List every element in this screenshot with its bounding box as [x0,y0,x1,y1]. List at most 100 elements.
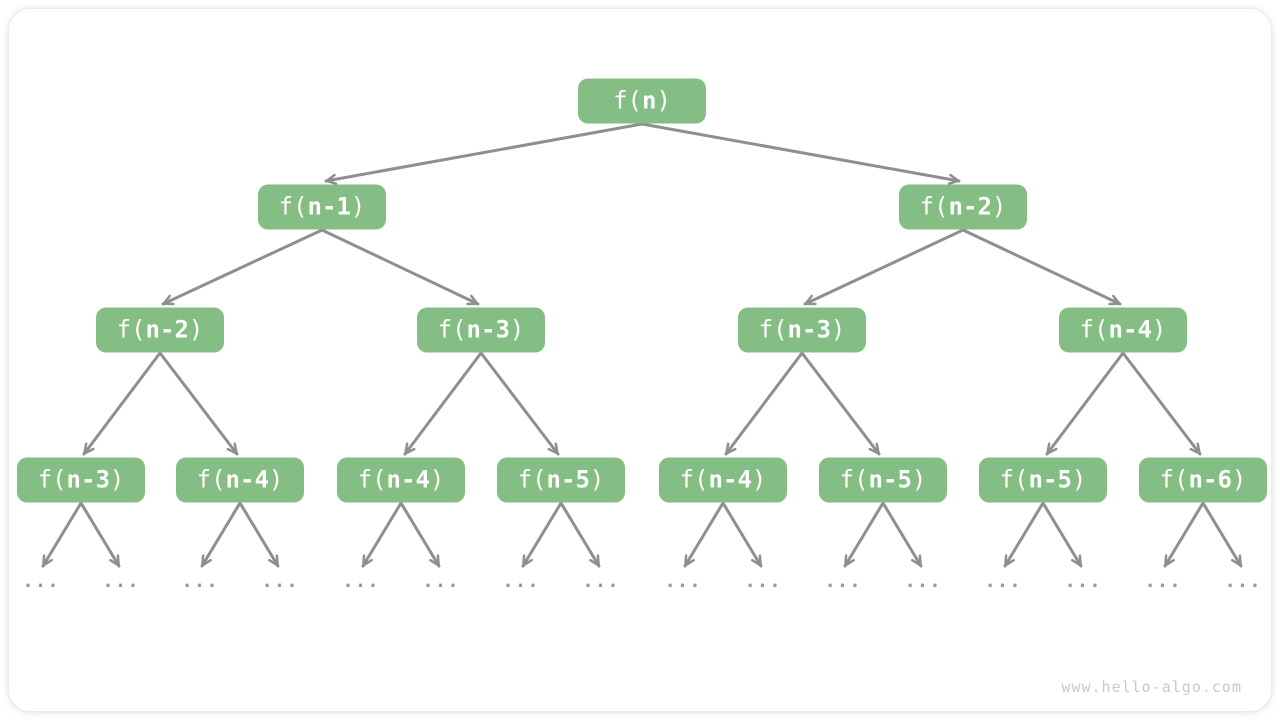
node-label: ) [188,315,204,344]
node-arg: n-4 [708,465,752,494]
node-arg: n [642,86,657,115]
node-label: f( [37,465,67,494]
node-arg: n-6 [1188,465,1232,494]
node-label: ) [1071,465,1087,494]
node-arg: n-4 [386,465,430,494]
leaf-arrow [721,501,763,568]
node-label: f( [196,465,226,494]
tree-node: f(n-2) [96,307,224,353]
tree-node: f(n-4) [337,457,465,503]
node-label: ) [509,315,525,344]
node-label: ) [589,465,605,494]
ellipsis: ... [582,570,620,592]
node-label: ) [268,465,284,494]
ellipsis: ... [664,570,702,592]
node-arg: n-5 [1028,465,1072,494]
node-arg: n-5 [868,465,912,494]
node-label: f( [839,465,869,494]
node-arg: n-3 [66,465,110,494]
ellipsis: ... [1064,570,1102,592]
node-label: ) [350,192,366,221]
leaf-arrow [881,501,923,568]
node-label: f( [919,192,949,221]
ellipsis: ... [1224,570,1262,592]
ellipsis: ... [102,570,140,592]
node-arg: n-3 [787,315,831,344]
edge-line [324,122,644,185]
node-label: ) [751,465,767,494]
leaf-arrow [559,501,601,568]
leaf-arrow [683,501,725,568]
node-label: f( [437,315,467,344]
ellipsis: ... [744,570,782,592]
node-label: f( [116,315,146,344]
node-label: ) [830,315,846,344]
edge-line [161,228,324,306]
node-label: f( [679,465,709,494]
ellipsis: ... [984,570,1022,592]
ellipsis: ... [342,570,380,592]
edge-group [41,122,1243,568]
tree-node: f(n-4) [1059,307,1187,353]
node-arg: n-5 [546,465,590,494]
tree-node: f(n-6) [1139,457,1267,503]
leaf-arrow [238,501,280,568]
node-label: f( [1159,465,1189,494]
watermark: www.hello-algo.com [1061,678,1242,696]
tree-node: f(n-4) [659,457,787,503]
ellipsis: ... [824,570,862,592]
edge-line [320,228,480,306]
leaf-arrow [1163,501,1205,568]
edge-line [724,351,804,456]
tree-node: f(n-5) [497,457,625,503]
tree-node: f(n-1) [258,184,386,230]
node-arg: n-4 [225,465,269,494]
edge-line [1045,351,1125,456]
tree-node: f(n-3) [417,307,545,353]
node-label: ) [656,86,671,115]
node-label: ) [911,465,927,494]
edge-line [158,351,239,456]
leaf-arrow [843,501,885,568]
leaf-arrow [521,501,563,568]
leaf-arrow [399,501,441,568]
tree-node: f(n-5) [979,457,1107,503]
ellipsis: ... [502,570,540,592]
ellipsis: ... [1144,570,1182,592]
node-label: f( [758,315,788,344]
leaf-arrow [1041,501,1083,568]
leaf-arrow [41,501,83,568]
leaf-arrow [1201,501,1243,568]
leaf-arrow [1003,501,1045,568]
ellipsis: ... [422,570,460,592]
node-label: ) [1231,465,1247,494]
node-arg: n-2 [145,315,189,344]
node-label: f( [278,192,308,221]
tree-node: f(n-2) [899,184,1027,230]
ellipsis: ... [904,570,942,592]
node-label: f( [999,465,1029,494]
edge-line [82,351,162,456]
node-label: ) [1151,315,1167,344]
node-label: ) [991,192,1007,221]
edge-line [1121,351,1202,456]
ellipsis: ... [181,570,219,592]
node-label: ) [109,465,125,494]
node-arg: n-3 [466,315,510,344]
leaf-arrow [361,501,403,568]
leaf-arrow [200,501,242,568]
node-label: f( [1079,315,1109,344]
ellipsis: ... [22,570,60,592]
edge-line [961,228,1122,306]
edge-line [803,228,965,306]
node-arg: n-1 [307,192,351,221]
node-label: ) [429,465,445,494]
tree-node: f(n-3) [738,307,866,353]
edge-line [479,351,560,456]
node-arg: n-4 [1108,315,1152,344]
node-label: f( [517,465,547,494]
node-label: f( [357,465,387,494]
ellipsis: ... [261,570,299,592]
edge-line [640,122,961,185]
